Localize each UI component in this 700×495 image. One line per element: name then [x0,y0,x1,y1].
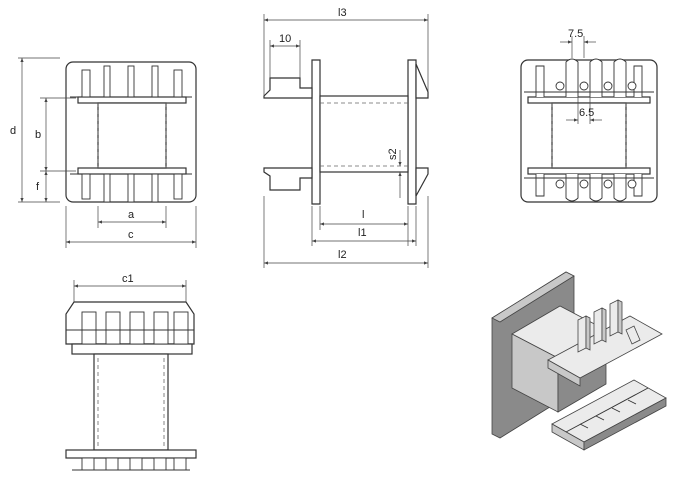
dim-f-label: f [36,181,40,193]
dim-l-label: l [362,209,364,221]
dim-s2-label: s2 [387,148,399,160]
dim-c-label: c [128,229,134,241]
dim-l3-label: l3 [338,7,347,19]
dim-b-label: b [35,129,41,141]
pin-view [520,58,658,203]
bottom-view-dimensions: c1 [73,273,187,302]
dim-l2-label: l2 [338,249,347,261]
dim-10-label: 10 [279,33,291,45]
dim-pitch-label: 7.5 [568,28,583,40]
dim-c1-label: c1 [122,273,134,285]
side-view [263,59,429,205]
dim-inner-label: 6.5 [579,107,594,119]
dim-a-label: a [128,209,135,221]
dim-l1-label: l1 [358,227,367,239]
dim-d-label: d [10,125,16,137]
front-view [65,61,197,203]
side-view-dimensions: l3 10 l l1 l2 s2 [263,7,429,268]
isometric-view [491,271,667,451]
pin-view-dimensions: 7.5 6.5 [560,28,602,124]
bottom-view [65,301,197,471]
front-view-dimensions: d b f a c [10,57,197,248]
